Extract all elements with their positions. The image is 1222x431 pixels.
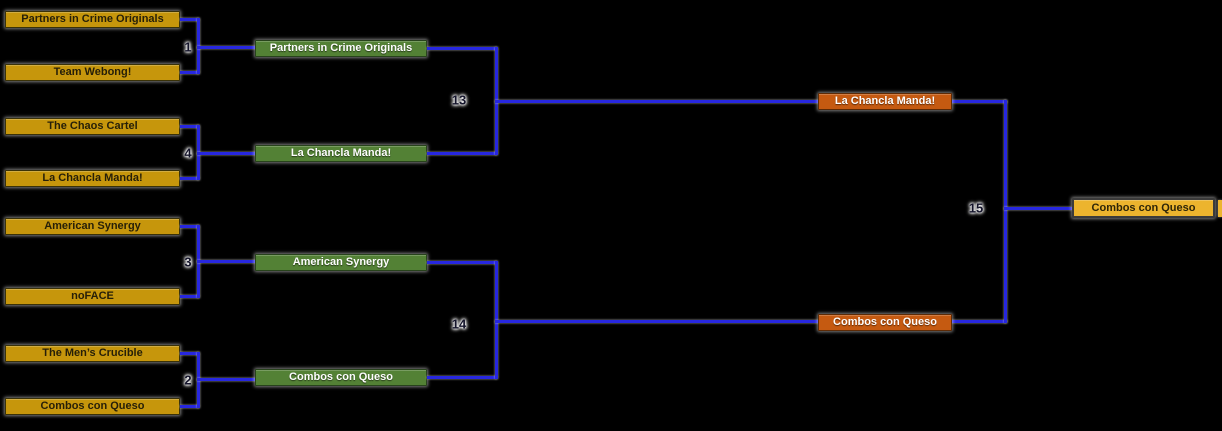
r2-match14-top-team: American Synergy	[255, 254, 427, 271]
r1-m2-bottom-stub-line	[180, 177, 199, 180]
r1-m1-bottom-stub-line	[180, 71, 199, 74]
r2-match13-top-team: Partners in Crime Originals	[255, 40, 427, 57]
r1-match3-top-team: American Synergy	[5, 218, 180, 235]
cropped-next-box-sliver	[1218, 200, 1222, 217]
r1-match1-top-team: Partners in Crime Originals	[5, 11, 180, 28]
r2-m13-winner-line-right	[950, 100, 1007, 103]
r1-m4-bottom-stub-line	[180, 405, 199, 408]
match-number-2: 2	[184, 372, 192, 388]
r1-m2-winner-line	[197, 152, 257, 155]
r1-m3-bottom-stub-line	[180, 295, 199, 298]
r1-match1-bottom-team: Team Webong!	[5, 64, 180, 81]
final-vertical-line	[1004, 100, 1007, 323]
match-number-13: 13	[451, 92, 467, 108]
r2-match13-bottom-team: La Chancla Manda!	[255, 145, 427, 162]
r2-m14-bottom-stub-line	[427, 376, 497, 379]
champion-team-box: Combos con Queso	[1072, 198, 1215, 218]
r2-match14-bottom-team: Combos con Queso	[255, 369, 427, 386]
r1-match3-bottom-team: noFACE	[5, 288, 180, 305]
match-number-14: 14	[451, 316, 467, 332]
r1-m3-top-stub-line	[180, 225, 199, 228]
match-number-3: 3	[184, 254, 192, 270]
match-number-15: 15	[968, 200, 984, 216]
r2-m13-winner-line	[495, 100, 820, 103]
r1-match4-top-team: The Men’s Crucible	[5, 345, 180, 362]
r2-m14-winner-line-right	[950, 320, 1007, 323]
final-bottom-team: Combos con Queso	[818, 314, 952, 331]
final-winner-line	[1004, 207, 1072, 210]
match-number-1: 1	[184, 39, 192, 55]
r1-match4-bottom-team: Combos con Queso	[5, 398, 180, 415]
r2-m13-bottom-stub-line	[427, 152, 497, 155]
r1-m2-top-stub-line	[180, 125, 199, 128]
final-top-team: La Chancla Manda!	[818, 93, 952, 110]
r1-m4-winner-line	[197, 378, 257, 381]
r2-m14-winner-line	[495, 320, 820, 323]
r1-m1-top-stub-line	[180, 18, 199, 21]
r2-m13-top-stub-line	[427, 47, 497, 50]
r1-m1-winner-line	[197, 46, 257, 49]
r1-match2-bottom-team: La Chancla Manda!	[5, 170, 180, 187]
r1-match2-top-team: The Chaos Cartel	[5, 118, 180, 135]
r1-m3-winner-line	[197, 260, 257, 263]
r1-m4-top-stub-line	[180, 352, 199, 355]
r2-m14-top-stub-line	[427, 261, 497, 264]
match-number-4: 4	[184, 145, 192, 161]
